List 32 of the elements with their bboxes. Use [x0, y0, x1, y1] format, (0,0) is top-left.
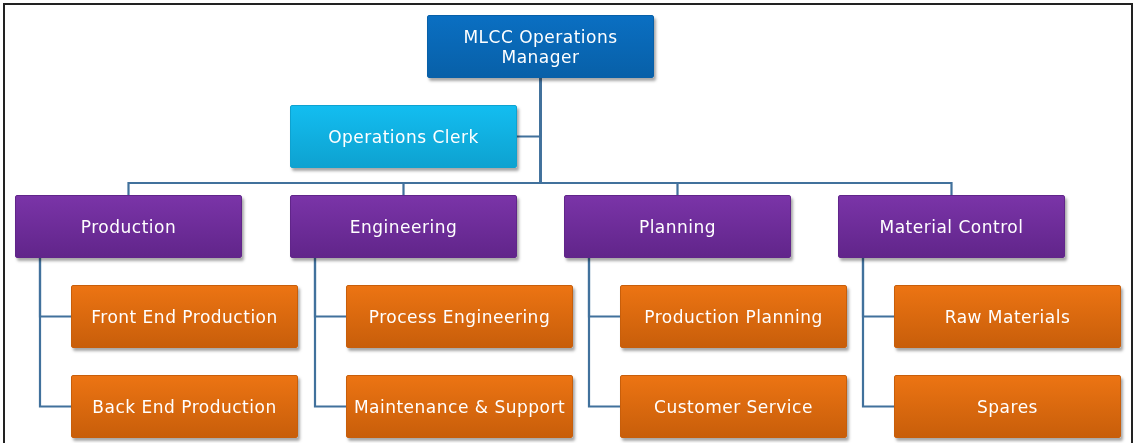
department-box — [564, 195, 791, 258]
section-box — [71, 375, 298, 438]
node-label: Production Planning — [643, 306, 824, 327]
section-box — [346, 375, 573, 438]
node-label: MLCC Operations Manager — [462, 26, 619, 67]
node-label: Operations Clerk — [327, 126, 480, 147]
node-label: Engineering — [348, 216, 459, 237]
department-box — [15, 195, 242, 258]
section-box — [71, 285, 298, 348]
section-box — [894, 285, 1121, 348]
connector-line — [313, 258, 346, 408]
connector-line — [861, 258, 894, 408]
node-label: Process Engineering — [367, 306, 552, 327]
clerk-box — [290, 105, 517, 168]
node-label: Material Control — [878, 216, 1025, 237]
node-label: Spares — [976, 396, 1039, 417]
section-box — [620, 375, 847, 438]
node-label: Customer Service — [653, 396, 814, 417]
connector-line — [38, 258, 71, 408]
department-box — [290, 195, 517, 258]
node-label: Back End Production — [91, 396, 278, 417]
node-label: Front End Production — [90, 306, 279, 327]
node-label: Raw Materials — [943, 306, 1072, 327]
node-label: Maintenance & Support — [352, 396, 567, 417]
node-label: Production — [79, 216, 178, 237]
section-box — [620, 285, 847, 348]
manager-box — [427, 15, 654, 78]
department-box — [838, 195, 1065, 258]
section-box — [894, 375, 1121, 438]
connector-line — [587, 258, 620, 408]
node-label: Planning — [637, 216, 718, 237]
section-box — [346, 285, 573, 348]
